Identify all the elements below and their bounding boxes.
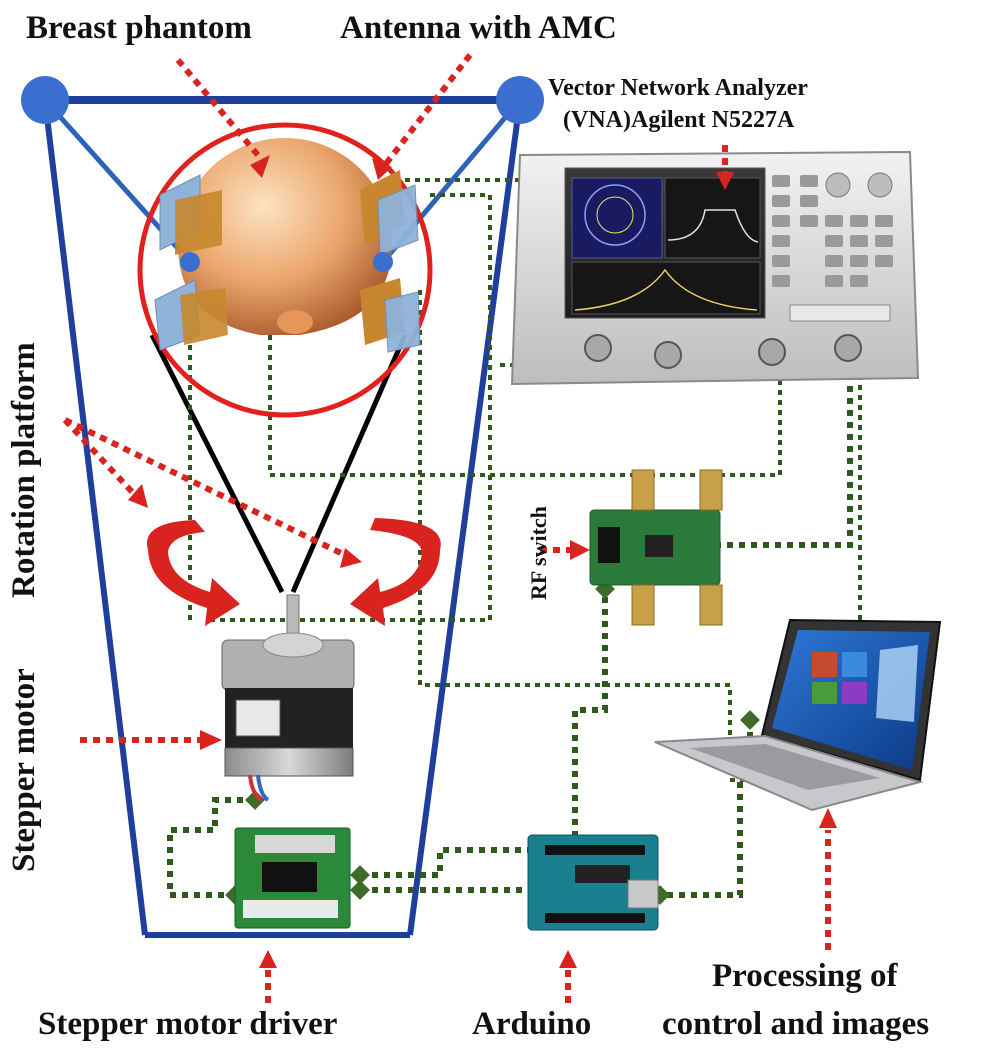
label-processing-line1: Processing of <box>712 958 898 994</box>
label-vna-line2: (VNA)Agilent N5227A <box>563 107 795 133</box>
stepper-motor <box>221 594 355 802</box>
support-frame <box>21 76 544 938</box>
frame-node-left <box>21 76 69 124</box>
antenna-top-right <box>360 170 419 256</box>
label-stepper-driver: Stepper motor driver <box>38 1006 338 1042</box>
breast-phantom <box>178 138 392 335</box>
frame-node-right <box>496 76 544 124</box>
antenna-bottom-left <box>154 279 228 351</box>
annotation-arrowheads <box>128 155 837 968</box>
suspension-lines <box>149 333 408 594</box>
arduino-board <box>527 834 659 931</box>
label-processing-line2: control and images <box>662 1006 930 1042</box>
stepper-driver-board <box>234 827 351 929</box>
phantom-ring <box>137 122 433 418</box>
rf-switch <box>589 469 723 626</box>
rotation-arrows <box>146 518 441 626</box>
label-vna-line1: Vector Network Analyzer <box>548 75 808 101</box>
label-antenna-amc: Antenna with AMC <box>340 10 617 46</box>
label-breast-phantom: Breast phantom <box>26 10 252 46</box>
label-stepper-motor: Stepper motor <box>6 668 42 872</box>
label-rotation-platform: Rotation platform <box>6 342 42 598</box>
breast-phantom-assembly <box>137 122 433 418</box>
vector-network-analyzer <box>510 150 920 386</box>
vna-ports <box>584 334 862 369</box>
laptop <box>654 618 942 812</box>
label-arduino: Arduino <box>472 1006 592 1042</box>
label-rf-switch: RF switch <box>526 506 551 600</box>
antenna-top-left <box>159 174 222 255</box>
antenna-bottom-right <box>360 278 421 353</box>
